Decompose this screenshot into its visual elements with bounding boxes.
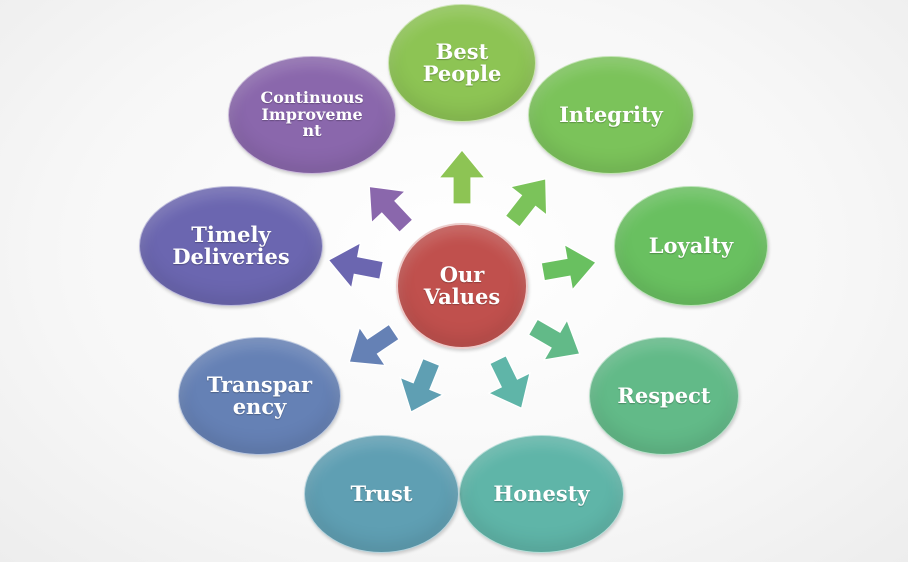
- value-label-integrity: Integrity: [559, 101, 663, 127]
- center-label: Our Values: [423, 261, 501, 309]
- value-label-best-people: Best People: [422, 38, 502, 86]
- arrow-to-integrity: [504, 178, 548, 228]
- value-node-trust: Trust: [304, 435, 459, 553]
- value-node-integrity: Integrity: [528, 56, 694, 174]
- arrow-to-honesty: [487, 354, 531, 410]
- value-label-timely-deliveries: Timely Deliveries: [172, 221, 290, 269]
- value-label-trust: Trust: [350, 480, 413, 506]
- value-node-honesty: Honesty: [459, 435, 624, 553]
- value-node-loyalty: Loyalty: [614, 186, 768, 306]
- value-node-transparency: Transpar ency: [178, 337, 341, 455]
- arrow-to-trust: [399, 357, 445, 413]
- value-label-transparency: Transpar ency: [206, 371, 313, 419]
- arrow-to-loyalty: [540, 243, 597, 292]
- value-node-timely-deliveries: Timely Deliveries: [139, 186, 323, 306]
- value-node-respect: Respect: [589, 337, 739, 455]
- value-label-honesty: Honesty: [493, 480, 590, 506]
- arrow-to-continuous-improvement: [368, 185, 414, 233]
- value-node-best-people: Best People: [388, 4, 536, 122]
- arrow-to-respect: [527, 318, 581, 361]
- center-node-our-values: Our Values: [396, 223, 528, 349]
- value-label-loyalty: Loyalty: [648, 232, 734, 258]
- arrow-to-timely-deliveries: [327, 241, 384, 290]
- arrow-to-transparency: [348, 323, 400, 367]
- arrow-to-best-people: [437, 149, 487, 205]
- value-node-continuous-improvement: Continuous Improveme nt: [228, 56, 396, 174]
- value-label-respect: Respect: [617, 382, 711, 408]
- value-label-continuous-improvement: Continuous Improveme nt: [260, 87, 364, 141]
